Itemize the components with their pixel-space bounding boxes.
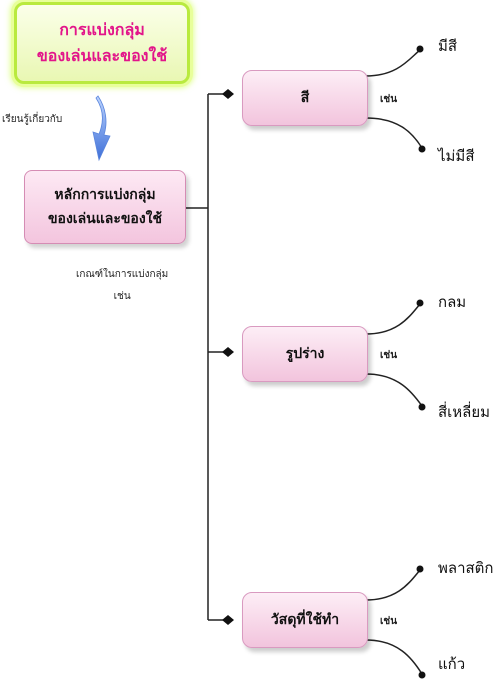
- category-label: สี: [300, 90, 310, 106]
- learn-label: เรียนรู้เกี่ยวกับ: [2, 114, 63, 125]
- category-label: วัสดุที่ใช้ทำ: [270, 612, 340, 628]
- leaf-dot-icon: [418, 403, 426, 411]
- leaf-dot-icon: [416, 45, 424, 53]
- category-box-material: วัสดุที่ใช้ทำ: [242, 592, 368, 648]
- title-box: การแบ่งกลุ่ม ของเล่นและของใช้: [14, 2, 190, 84]
- category-label: รูปร่าง: [285, 346, 325, 362]
- leaf-dot-icon: [416, 299, 424, 307]
- main-topic-box: หลักการแบ่งกลุ่ม ของเล่นและของใช้: [24, 170, 186, 244]
- criteria-line-2: เช่น: [113, 291, 131, 302]
- leaf-dot-icon: [416, 565, 424, 573]
- leaf-item: มีสี: [438, 37, 458, 55]
- leaf-item: สี่เหลี่ยม: [438, 403, 491, 421]
- criteria-line-1: เกณฑ์ในการแบ่งกลุ่ม: [76, 269, 169, 280]
- category-box-shape: รูปร่าง: [242, 326, 368, 382]
- leaf-dot-icon: [418, 671, 426, 679]
- diamond-marker-icon: [222, 347, 234, 357]
- diamond-marker-icon: [222, 89, 234, 99]
- main-line-1: หลักการแบ่งกลุ่ม: [54, 187, 156, 203]
- leaf-item: กลม: [438, 293, 467, 311]
- title-line-1: การแบ่งกลุ่ม: [59, 20, 145, 39]
- leaf-curve: [365, 49, 421, 77]
- down-arrow-icon: [92, 95, 111, 162]
- leaf-item: แก้ว: [438, 655, 466, 673]
- leaf-curve: [365, 569, 421, 601]
- leaf-item: พลาสติก: [438, 559, 494, 577]
- main-line-2: ของเล่นและของใช้: [47, 211, 163, 227]
- title-line-2: ของเล่นและของใช้: [36, 46, 168, 65]
- leaf-curve: [365, 117, 423, 149]
- criteria-label: เกณฑ์ในการแบ่งกลุ่ม เช่น: [76, 264, 168, 308]
- category-box-color: สี: [242, 70, 368, 126]
- such-as-label: เช่น: [380, 94, 398, 105]
- leaf-curve: [365, 639, 423, 675]
- leaf-dot-icon: [418, 145, 426, 153]
- leaf-item: ไม่มีสี: [438, 147, 475, 165]
- such-as-label: เช่น: [380, 350, 398, 361]
- diamond-marker-icon: [222, 615, 234, 625]
- leaf-curve: [365, 373, 423, 407]
- such-as-label: เช่น: [380, 616, 398, 627]
- leaf-curve: [365, 303, 421, 335]
